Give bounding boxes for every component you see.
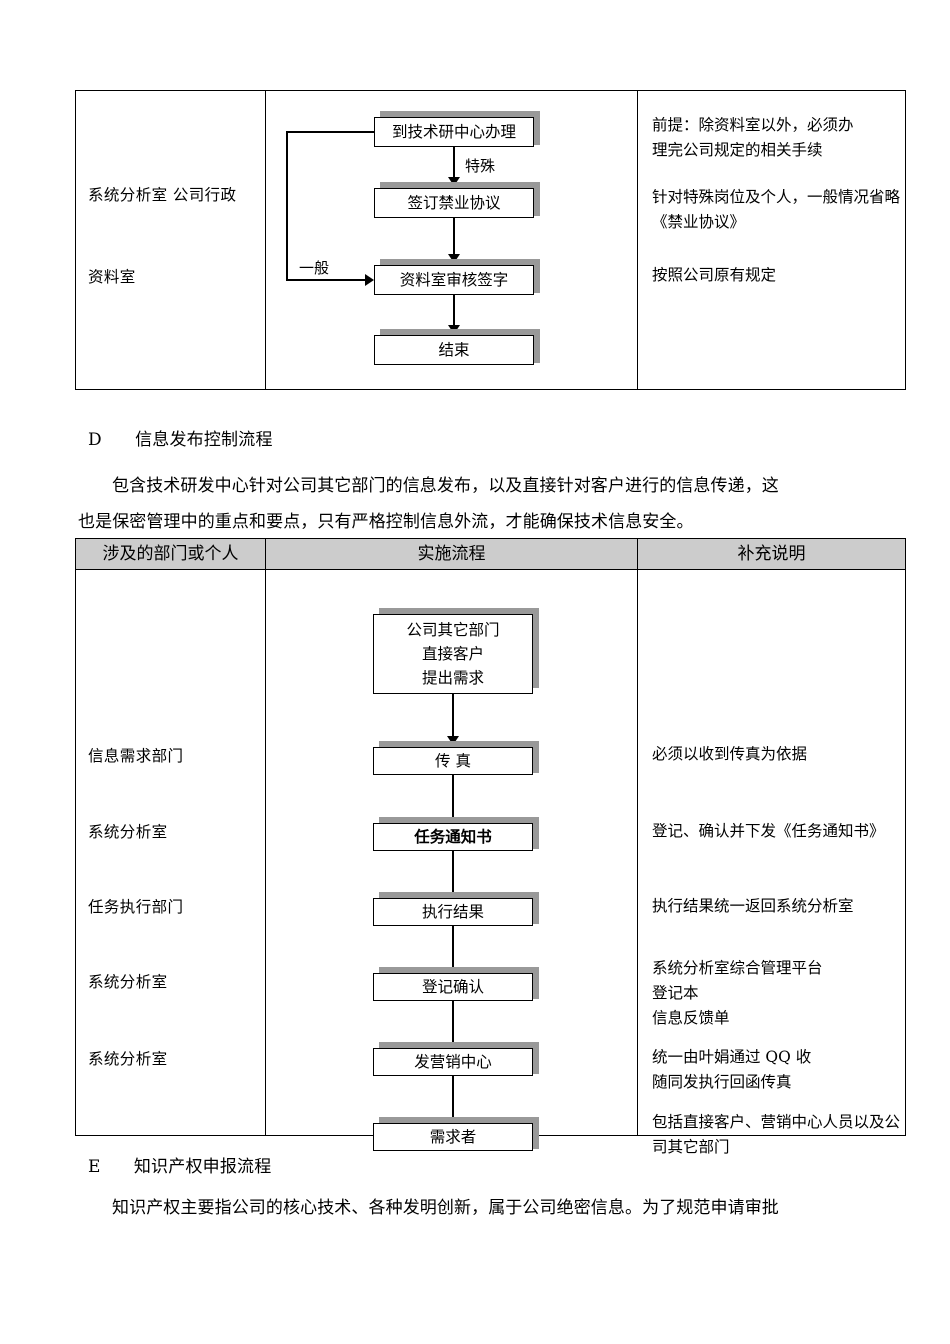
- connector-line: [453, 147, 455, 179]
- flow-node-label: 需求者: [429, 1128, 477, 1146]
- table-d-header-notes: 补充说明: [637, 538, 906, 570]
- role-label: 系统分析室: [88, 823, 168, 841]
- arrow-down-icon: [448, 254, 460, 263]
- flow-node-requester: 需求者: [373, 1123, 533, 1151]
- flow-node-label: 签订禁业协议: [407, 194, 501, 212]
- note-line: 前提：除资料室以外，必须办: [652, 116, 854, 134]
- connector-line: [453, 218, 455, 256]
- table-d-roles-cell: 信息需求部门 系统分析室 任务执行部门 系统分析室 系统分析室: [75, 569, 266, 1136]
- note-block: 执行结果统一返回系统分析室: [652, 894, 901, 919]
- section-e-heading: E 知识产权申报流程: [88, 1152, 271, 1177]
- flow-node-label: 提出需求: [421, 669, 484, 687]
- process-table-c: 系统分析室 公司行政 资料室 到技术研中心办理 特殊: [75, 90, 906, 390]
- section-e-title: 知识产权申报流程: [133, 1157, 272, 1177]
- arrow-down-icon: [447, 736, 459, 745]
- section-e-paragraph: 知识产权主要指公司的核心技术、各种发明创新，属于公司绝密信息。为了规范申请审批: [78, 1190, 888, 1226]
- flow-node-label: 登记确认: [421, 978, 484, 996]
- flow-node-label: 资料室审核签字: [399, 271, 509, 289]
- flow-node-label: 传 真: [435, 752, 471, 770]
- table-d-header-roles: 涉及的部门或个人: [75, 538, 266, 570]
- connector-line: [286, 279, 368, 281]
- flow-node-send-marketing: 发营销中心: [373, 1048, 533, 1076]
- note-line: 理完公司规定的相关手续: [652, 141, 823, 159]
- connector-line: [286, 131, 288, 280]
- flow-node-register-confirm: 登记确认: [373, 973, 533, 1001]
- note-line: 登记本: [652, 984, 699, 1002]
- paragraph-line: 包含技术研发中心针对公司其它部门的信息发布，以及直接针对客户进行的信息传递，这: [112, 476, 779, 496]
- flow-node-archive-review: 资料室审核签字: [374, 265, 534, 295]
- flow-node-execution-result: 执行结果: [373, 898, 533, 926]
- note-line: 登记、确认并下发《任务通知书》: [652, 822, 885, 840]
- note-block: 系统分析室综合管理平台 登记本 信息反馈单: [652, 956, 901, 1031]
- section-d-marker: D: [88, 430, 102, 450]
- role-label: 任务执行部门: [88, 898, 184, 916]
- connector-line: [453, 295, 455, 327]
- flowchart-c: 到技术研中心办理 特殊 签订禁业协议: [266, 91, 637, 389]
- note-block: 登记、确认并下发《任务通知书》: [652, 819, 901, 844]
- note-line: 按照公司原有规定: [652, 266, 777, 284]
- paragraph-line: 也是保密管理中的重点和要点，只有严格控制信息外流，才能确保技术信息安全。: [78, 512, 694, 532]
- connector-line: [452, 926, 454, 970]
- note-line: 《禁业协议》: [652, 213, 746, 231]
- table-d-notes-cell: 必须以收到传真为依据 登记、确认并下发《任务通知书》 执行结果统一返回系统分析室…: [637, 569, 906, 1156]
- role-label: 资料室: [88, 268, 136, 286]
- flow-node-task-notice: 任务通知书: [373, 823, 533, 851]
- note-line: 信息反馈单: [652, 1009, 730, 1027]
- process-table-d: 涉及的部门或个人 实施流程 补充说明 信息需求部门 系统分析室 任务执行部门 系…: [75, 538, 906, 1156]
- note-block: 针对特殊岗位及个人，一般情况省略 《禁业协议》: [652, 185, 901, 235]
- section-d-heading: D 信息发布控制流程: [88, 425, 273, 450]
- note-block: 按照公司原有规定: [652, 263, 901, 288]
- role-label: 系统分析室 公司行政: [88, 186, 237, 204]
- flow-node-sign-agreement: 签订禁业协议: [374, 188, 534, 218]
- note-line: 包括直接客户、营销中心人员以及公: [652, 1113, 901, 1131]
- note-line: 必须以收到传真为依据: [652, 745, 808, 763]
- connector-line: [286, 131, 376, 133]
- note-block: 包括直接客户、营销中心人员以及公 司其它部门: [652, 1110, 901, 1160]
- note-line: 统一由叶娟通过 QQ 收: [652, 1048, 812, 1066]
- table-c-roles-cell: 系统分析室 公司行政 资料室: [75, 90, 266, 390]
- flow-node-apply: 到技术研中心办理: [374, 117, 534, 147]
- table-d-header-row: 涉及的部门或个人 实施流程 补充说明: [75, 538, 906, 570]
- section-d-title: 信息发布控制流程: [135, 430, 273, 450]
- flow-node-end: 结束: [374, 335, 534, 365]
- connector-line: [452, 851, 454, 895]
- table-d-flow-cell: 公司其它部门 直接客户 提出需求 传 真: [265, 569, 638, 1151]
- table-c-notes-cell: 前提：除资料室以外，必须办 理完公司规定的相关手续 针对特殊岗位及个人，一般情况…: [637, 90, 906, 390]
- flow-node-label: 结束: [438, 341, 470, 359]
- connector-line: [452, 1001, 454, 1045]
- edge-label-normal: 一般: [298, 257, 331, 278]
- flow-node-label: 任务通知书: [414, 827, 492, 846]
- note-block: 前提：除资料室以外，必须办 理完公司规定的相关手续: [652, 113, 901, 163]
- note-line: 执行结果统一返回系统分析室: [652, 897, 854, 915]
- section-e-marker: E: [88, 1157, 101, 1177]
- note-line: 系统分析室综合管理平台: [652, 959, 823, 977]
- role-label: 系统分析室: [88, 1050, 168, 1068]
- connector-line: [452, 1076, 454, 1120]
- role-label: 信息需求部门: [88, 747, 184, 765]
- table-c-flow-cell: 到技术研中心办理 特殊 签订禁业协议: [265, 90, 638, 390]
- note-line: 针对特殊岗位及个人，一般情况省略: [652, 188, 901, 206]
- note-block: 必须以收到传真为依据: [652, 742, 901, 767]
- flow-node-request: 公司其它部门 直接客户 提出需求: [373, 614, 533, 694]
- note-block: 统一由叶娟通过 QQ 收 随同发执行回函传真: [652, 1045, 901, 1095]
- note-line: 随同发执行回函传真: [652, 1073, 792, 1091]
- flow-node-label: 公司其它部门: [406, 621, 500, 639]
- flow-node-label: 直接客户: [421, 645, 484, 663]
- connector-line: [452, 775, 454, 819]
- flow-node-label: 到技术研中心办理: [391, 123, 516, 141]
- connector-line: [452, 694, 454, 738]
- edge-label-special: 特殊: [464, 155, 497, 176]
- flow-node-fax: 传 真: [373, 747, 533, 775]
- arrow-down-icon: [448, 177, 460, 186]
- arrow-right-icon: [365, 274, 374, 286]
- section-d-paragraph: 包含技术研发中心针对公司其它部门的信息发布，以及直接针对客户进行的信息传递，这 …: [78, 468, 878, 540]
- note-line: 司其它部门: [652, 1138, 730, 1156]
- flowchart-d: 公司其它部门 直接客户 提出需求 传 真: [266, 570, 637, 1151]
- table-d-header-flow: 实施流程: [265, 538, 638, 570]
- flow-node-label: 执行结果: [421, 903, 484, 921]
- paragraph-line: 知识产权主要指公司的核心技术、各种发明创新，属于公司绝密信息。为了规范申请审批: [112, 1198, 779, 1218]
- role-label: 系统分析室: [88, 973, 168, 991]
- table-d-body-row: 信息需求部门 系统分析室 任务执行部门 系统分析室 系统分析室 公司其它部门 直…: [75, 569, 906, 1156]
- flow-node-label: 发营销中心: [414, 1053, 492, 1071]
